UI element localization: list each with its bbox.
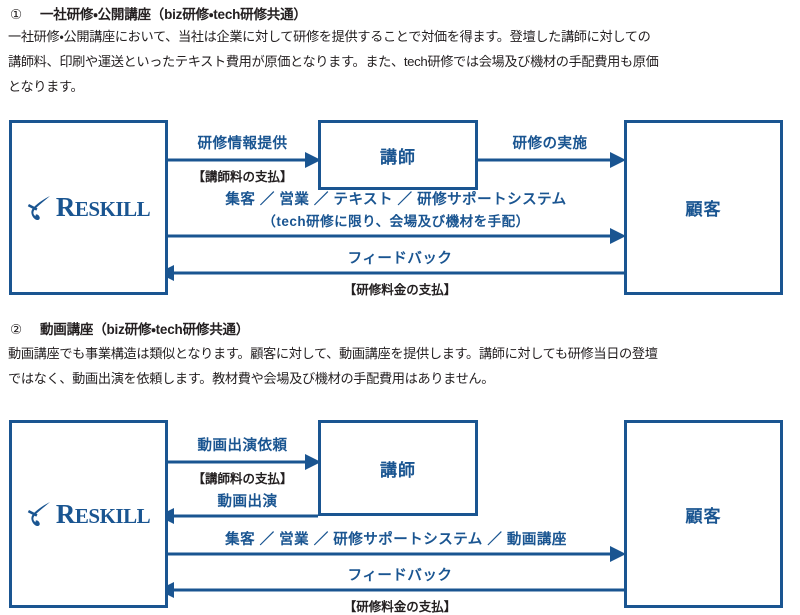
reskill-bird-icon — [27, 502, 50, 527]
section-2-heading: ② 動画講座（biz研修・tech研修共通） — [10, 318, 249, 338]
arrow-head-training-info — [305, 152, 321, 168]
section-2-body-line-2: ではなく、動画出演を依頼します。教材費や会場及び機材の手配費用はありません。 — [8, 371, 495, 386]
node-customer-1: 顧客 — [624, 120, 783, 295]
flow-label-training-info: 研修情報提供 — [197, 136, 288, 152]
reskill-logo-1: RESKILL — [27, 192, 151, 222]
flow-sublabel-video-request: 【講師料の支払】 — [192, 472, 293, 486]
section-1-body-line-1: 一社研修・公開講座において、当社は企業に対して研修を提供することで対価を得ます。… — [8, 29, 651, 44]
section-1-title: 一社研修・公開講座（biz研修・tech研修共通） — [40, 7, 307, 22]
flow-label-services-line2: （tech研修に限り、会場及び機材を手配） — [262, 214, 530, 229]
section-1-body-line-3: となります。 — [8, 79, 84, 94]
reskill-wordmark-eskill-2: ESKILL — [74, 503, 151, 528]
node-instructor-label-2: 講師 — [380, 460, 416, 480]
flow-label-video-appearance: 動画出演 — [217, 494, 278, 510]
node-customer-label-1: 顧客 — [685, 200, 722, 219]
reskill-wordmark-eskill-1: ESKILL — [74, 197, 151, 221]
node-instructor-1: 講師 — [318, 120, 478, 190]
flow-sublabel-feedback: 【研修料金の支払】 — [343, 283, 457, 297]
reskill-wordmark-1: RESKILL — [55, 192, 151, 222]
node-company-reskill-1: RESKILL — [9, 120, 168, 295]
section-2-number: ② — [10, 322, 22, 337]
section-1-body-line-2: 講師料、印刷や運送といったテキスト費用が原価となります。また、tech研修では会… — [8, 54, 659, 69]
node-instructor-label-1: 講師 — [380, 147, 416, 167]
node-customer-2: 顧客 — [624, 420, 783, 608]
flow-label-training-delivery: 研修の実施 — [512, 136, 588, 152]
node-instructor-2: 講師 — [318, 420, 478, 516]
section-1-number: ① — [10, 7, 22, 22]
reskill-wordmark-r-1: R — [55, 192, 76, 222]
flow-label-services: 集客 ／ 営業 ／ テキスト ／ 研修サポートシステム — [225, 192, 567, 208]
section-2-title: 動画講座（biz研修・tech研修共通） — [40, 322, 250, 337]
section-2-body-line-1: 動画講座でも事業構造は類似となります。顧客に対して、動画講座を提供します。講師に… — [8, 346, 658, 361]
diagram-1: RESKILL 講師 顧客 研修情報提供 【講師料の支払】 研修の実施 集客 ／… — [0, 118, 800, 298]
diagram-2: RESKILL 講師 顧客 動画出演依頼 【講師料の支払】 動画出演 集客 ／ … — [0, 418, 800, 614]
reskill-wordmark-2: RESKILL — [55, 498, 151, 529]
section-2-body: 動画講座でも事業構造は類似となります。顧客に対して、動画講座を提供します。講師に… — [8, 341, 792, 391]
reskill-logo-2: RESKILL — [27, 498, 151, 529]
arrow-head-services — [610, 228, 626, 244]
reskill-wordmark-r-2: R — [55, 498, 76, 529]
node-company-reskill-2: RESKILL — [9, 420, 168, 608]
flow-sublabel-feedback-2: 【研修料金の支払】 — [343, 600, 457, 614]
arrow-head-video-request — [305, 454, 321, 470]
section-1-body: 一社研修・公開講座において、当社は企業に対して研修を提供することで対価を得ます。… — [8, 24, 792, 99]
flow-label-feedback: フィードバック — [347, 251, 453, 267]
arrow-head-services-2 — [610, 546, 626, 562]
flow-label-services-2: 集客 ／ 営業 ／ 研修サポートシステム ／ 動画講座 — [225, 532, 567, 548]
arrow-head-training-delivery — [610, 152, 626, 168]
node-customer-label-2: 顧客 — [685, 506, 722, 526]
diagram-1-arrows — [158, 152, 626, 281]
flow-sublabel-training-info: 【講師料の支払】 — [192, 170, 293, 184]
section-1-heading: ① 一社研修・公開講座（biz研修・tech研修共通） — [10, 3, 307, 23]
flow-label-video-request: 動画出演依頼 — [197, 438, 288, 454]
reskill-bird-icon — [27, 195, 50, 220]
flow-label-feedback-2: フィードバック — [347, 568, 453, 584]
